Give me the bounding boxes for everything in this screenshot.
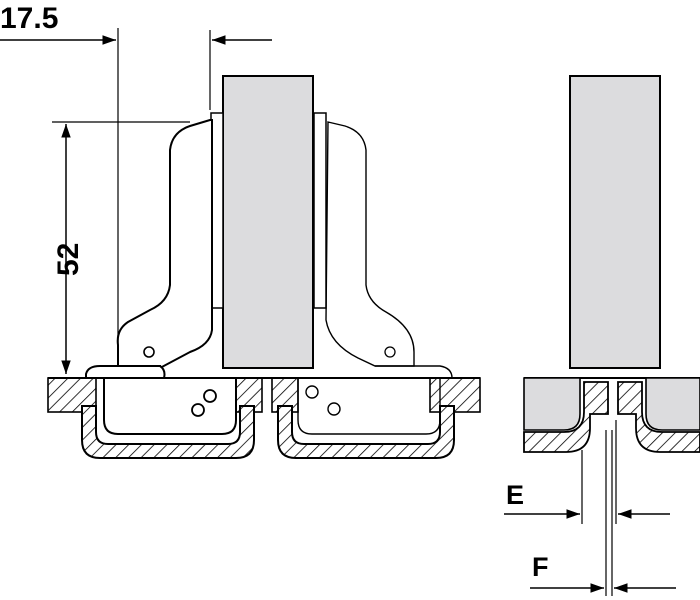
door-panel-left <box>222 75 314 369</box>
overlay-dimension-label: 17.5 <box>0 2 58 35</box>
hinge-cup-body <box>85 365 237 435</box>
cup-shell-left <box>523 381 609 453</box>
gap-label-f: F <box>532 552 549 582</box>
hinge-pivot-closed <box>143 346 155 358</box>
carcase-right-block <box>645 377 700 431</box>
mounting-plate-right <box>313 112 327 309</box>
gap-detail-view: E F <box>504 75 700 596</box>
cup-screw-1 <box>203 389 217 403</box>
door-panel-right <box>569 75 661 369</box>
open-cup-screw-1 <box>305 385 319 399</box>
carcase-left-block <box>523 377 581 431</box>
hinge-cup-open-body <box>297 365 453 435</box>
left-hinge-view <box>47 75 481 459</box>
cup-shell-right <box>617 381 700 453</box>
hinge-arm-open-outline <box>325 121 415 367</box>
open-cup-screw-2 <box>327 402 341 416</box>
height-dimension-label: 52 <box>52 243 85 276</box>
hinge-arm-closed <box>116 119 213 370</box>
cup-screw-2 <box>191 403 205 417</box>
gap-label-e: E <box>506 480 524 510</box>
dimension-overlay: 17.5 <box>0 2 272 345</box>
hinge-pivot-open <box>384 346 396 358</box>
hinge-cup-closed <box>81 405 255 459</box>
dimension-height: 52 <box>52 121 190 374</box>
